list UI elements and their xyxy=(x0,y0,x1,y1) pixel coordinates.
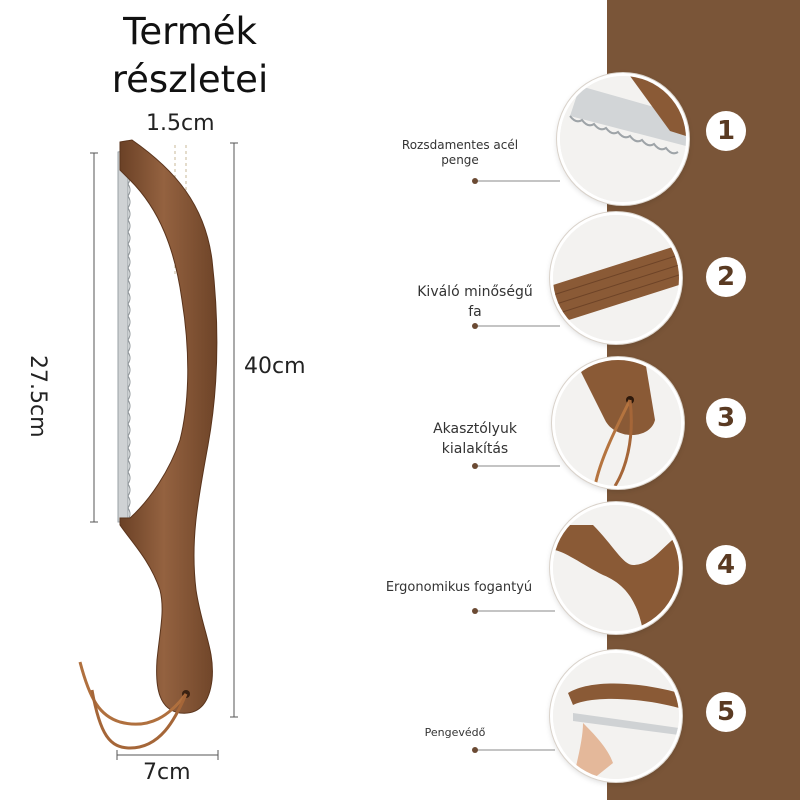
feature-image-blade xyxy=(557,73,689,205)
feature-image-handle xyxy=(550,502,682,634)
feature-label-1: Rozsdamentes acél penge xyxy=(401,138,519,167)
feature-image-hanging-hole xyxy=(552,357,684,489)
blade-width-label: 1.5cm xyxy=(146,111,215,136)
page-title: Termék részletei xyxy=(95,8,285,104)
feature-image-wood xyxy=(550,212,682,344)
total-length-label: 40cm xyxy=(244,354,306,379)
title-line-2: részletei xyxy=(111,58,269,101)
feature-label-5: Pengevédő xyxy=(424,726,486,739)
feature-number-5: 5 xyxy=(706,692,746,732)
feature-number-3: 3 xyxy=(706,398,746,438)
title-line-1: Termék xyxy=(123,10,257,53)
handle-width-label: 7cm xyxy=(143,760,191,785)
feature-number-2: 2 xyxy=(706,257,746,297)
feature-label-3: Akasztólyuk kialakítás xyxy=(433,421,517,457)
feature-label-2: Kiváló minőségű fa xyxy=(417,284,533,320)
feature-number-1: 1 xyxy=(706,111,746,151)
dimension-lines xyxy=(90,142,238,760)
feature-label-4: Ergonomikus fogantyú xyxy=(385,580,533,595)
feature-number-4: 4 xyxy=(706,545,746,585)
feature-image-blade-guard xyxy=(550,650,682,782)
wood-frame xyxy=(119,139,218,714)
